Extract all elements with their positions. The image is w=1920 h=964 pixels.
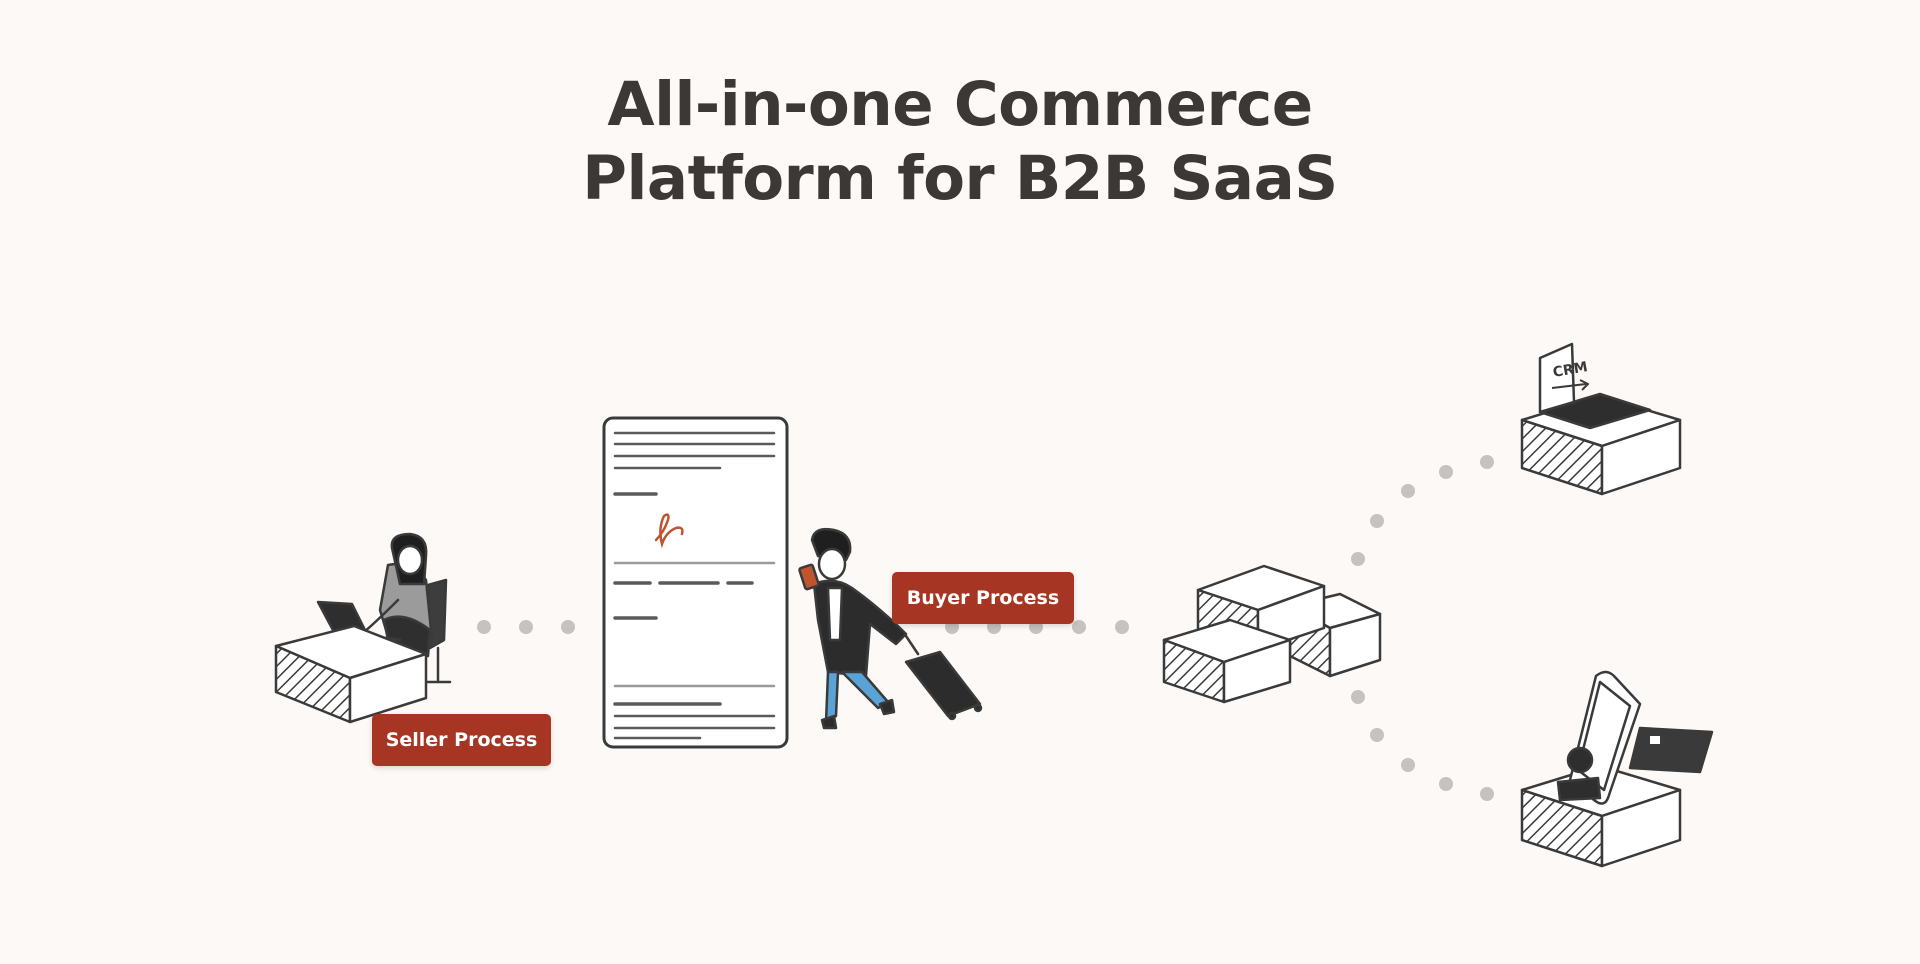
stacked-boxes-icon bbox=[1162, 564, 1382, 704]
traveler-with-phone-and-suitcase-icon bbox=[798, 527, 983, 730]
crm-screen-text: CRM bbox=[1552, 359, 1589, 381]
seller-process-badge[interactable]: Seller Process bbox=[372, 714, 551, 766]
headline: All-in-one Commerce Platform for B2B Saa… bbox=[0, 68, 1920, 216]
person-at-desk-with-laptop-icon bbox=[274, 532, 452, 724]
dotted-connector-seller bbox=[477, 620, 575, 634]
headline-line-1: All-in-one Commerce bbox=[607, 69, 1313, 140]
phone-and-card-on-box-icon bbox=[1520, 670, 1714, 868]
signed-contract-document-icon bbox=[602, 416, 789, 749]
dotted-arc-lower bbox=[1351, 690, 1494, 801]
laptop-on-box-crm-icon: CRM bbox=[1520, 342, 1682, 496]
buyer-process-badge[interactable]: Buyer Process bbox=[892, 572, 1074, 624]
dotted-arc-upper bbox=[1351, 455, 1494, 566]
headline-line-2: Platform for B2B SaaS bbox=[582, 143, 1338, 214]
